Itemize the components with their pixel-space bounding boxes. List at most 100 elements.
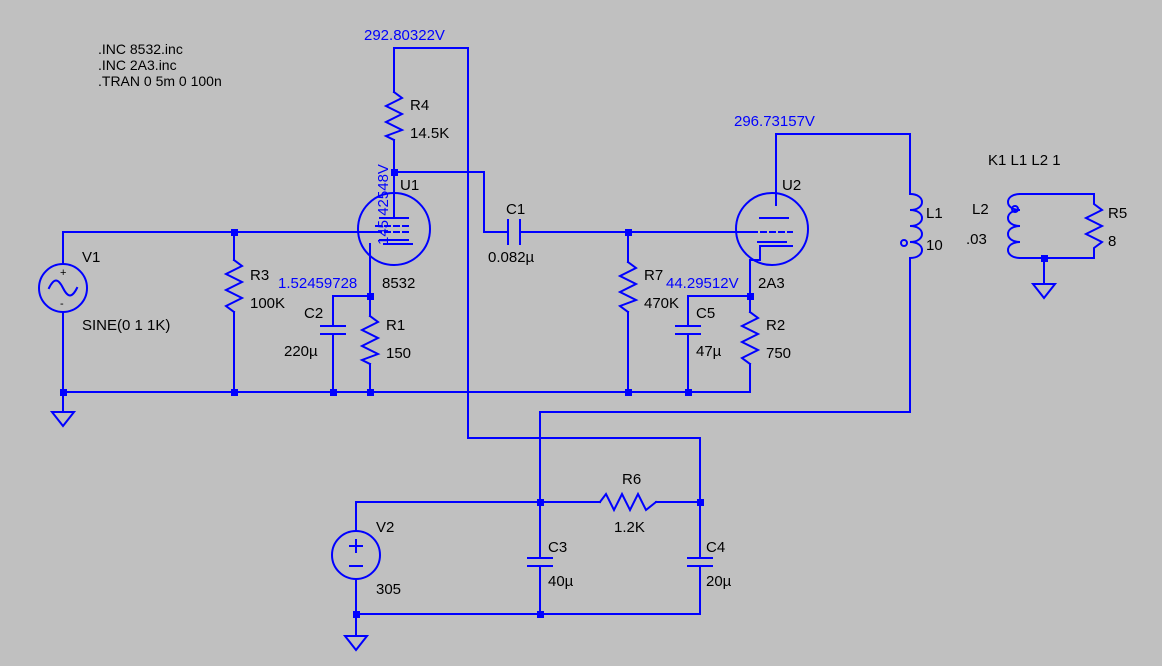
junction [537, 499, 544, 506]
tube-envelope-icon [357, 192, 431, 266]
label-u1-value: 8532 [382, 275, 415, 292]
label-c5-ref: C5 [696, 305, 715, 322]
label-c3-value: 40µ [548, 573, 574, 590]
tube-u1[interactable] [357, 192, 431, 266]
junction [537, 611, 544, 618]
probe-cathode-u1: 1.52459728 [278, 275, 357, 292]
label-c2-ref: C2 [304, 305, 323, 322]
junction [330, 389, 337, 396]
probe-plate-u1: 145.42548V [375, 164, 392, 245]
label-r2-value: 750 [766, 345, 791, 362]
wire-bplus-u1[interactable] [393, 47, 701, 503]
label-r5-value: 8 [1108, 233, 1116, 250]
label-r1-value: 150 [386, 345, 411, 362]
resistor-r3[interactable] [223, 258, 245, 314]
directive-inc-2a3[interactable]: .INC 2A3.inc [98, 57, 177, 73]
label-r3-value: 100K [250, 295, 285, 312]
directive-coupling[interactable]: K1 L1 L2 1 [988, 152, 1061, 169]
ground-icon[interactable] [49, 411, 77, 428]
dot-icon [1011, 205, 1019, 213]
capacitor-c2[interactable] [320, 325, 346, 335]
junction [391, 169, 398, 176]
junction [231, 389, 238, 396]
label-c5-value: 47µ [696, 343, 722, 360]
probe-bplus-u2: 296.73157V [734, 113, 815, 130]
junction [625, 389, 632, 396]
label-c3-ref: C3 [548, 539, 567, 556]
label-r1-ref: R1 [386, 317, 405, 334]
label-r5-ref: R5 [1108, 205, 1127, 222]
label-c4-ref: C4 [706, 539, 725, 556]
tube-u2[interactable] [735, 192, 809, 266]
label-u2-value: 2A3 [758, 275, 785, 292]
tube-envelope-icon [735, 192, 809, 266]
label-r7-value: 470K [644, 295, 679, 312]
junction [367, 389, 374, 396]
label-v1-ref: V1 [82, 249, 100, 266]
wires [62, 47, 1095, 637]
junction [353, 611, 360, 618]
label-u2-ref: U2 [782, 177, 801, 194]
junctions [60, 169, 1048, 618]
capacitor-c5[interactable] [675, 325, 701, 335]
resistor-r4[interactable] [383, 90, 405, 142]
label-r2-ref: R2 [766, 317, 785, 334]
junction [60, 389, 67, 396]
source-v2[interactable] [331, 530, 381, 580]
directive-tran[interactable]: .TRAN 0 5m 0 100n [98, 73, 222, 89]
inductor-l1[interactable] [900, 192, 923, 260]
wire-l1-bottom[interactable] [539, 257, 911, 503]
wire-plate-to-c1[interactable] [393, 171, 509, 233]
label-c1-ref: C1 [506, 201, 525, 218]
label-r6-value: 1.2K [614, 519, 645, 536]
resistor-r2[interactable] [739, 310, 761, 366]
cathode-icon [379, 239, 413, 245]
ground-icon[interactable] [342, 635, 370, 652]
label-r7-ref: R7 [644, 267, 663, 284]
coil-icon [908, 192, 923, 260]
resistor-r7[interactable] [617, 260, 639, 314]
sine-source-icon [38, 263, 88, 313]
label-r4-value: 14.5K [410, 125, 449, 142]
minus-sign: - [60, 298, 64, 310]
label-v2-value: 305 [376, 581, 401, 598]
capacitor-c1[interactable] [507, 219, 521, 245]
junction [697, 499, 704, 506]
resistor-r5[interactable] [1083, 193, 1105, 259]
source-v1[interactable]: + - [38, 263, 88, 313]
probe-bplus-u1: 292.80322V [364, 27, 445, 44]
junction [747, 293, 754, 300]
junction [625, 229, 632, 236]
plus-icon [349, 539, 363, 553]
junction [231, 229, 238, 236]
label-c4-value: 20µ [706, 573, 732, 590]
capacitor-c3[interactable] [527, 557, 553, 567]
wire-bplus-u2[interactable] [775, 133, 911, 206]
ground-icon[interactable] [1030, 283, 1058, 300]
dot-icon [900, 239, 908, 247]
junction [685, 389, 692, 396]
label-l2-value: .03 [966, 231, 987, 248]
label-l1-ref: L1 [926, 205, 943, 222]
junction [367, 293, 374, 300]
inductor-l2[interactable] [1007, 192, 1022, 260]
plus-sign: + [60, 267, 66, 279]
label-l1-value: 10 [926, 237, 943, 254]
resistor-r6[interactable] [598, 491, 658, 513]
label-u1-ref: U1 [400, 177, 419, 194]
dc-source-icon [331, 530, 381, 580]
probe-cathode-u2: 44.29512V [666, 275, 739, 292]
coil-icon [1007, 192, 1022, 260]
label-r3-ref: R3 [250, 267, 269, 284]
capacitor-c4[interactable] [687, 557, 713, 567]
label-r6-ref: R6 [622, 471, 641, 488]
junction [1041, 255, 1048, 262]
directive-inc-8532[interactable]: .INC 8532.inc [98, 41, 183, 57]
label-v1-value: SINE(0 1 1K) [82, 317, 170, 334]
cathode-icon [757, 241, 793, 247]
sine-wave-icon [47, 279, 79, 297]
label-c1-value: 0.082µ [488, 249, 535, 266]
label-l2-ref: L2 [972, 201, 989, 218]
resistor-r1[interactable] [359, 314, 381, 366]
